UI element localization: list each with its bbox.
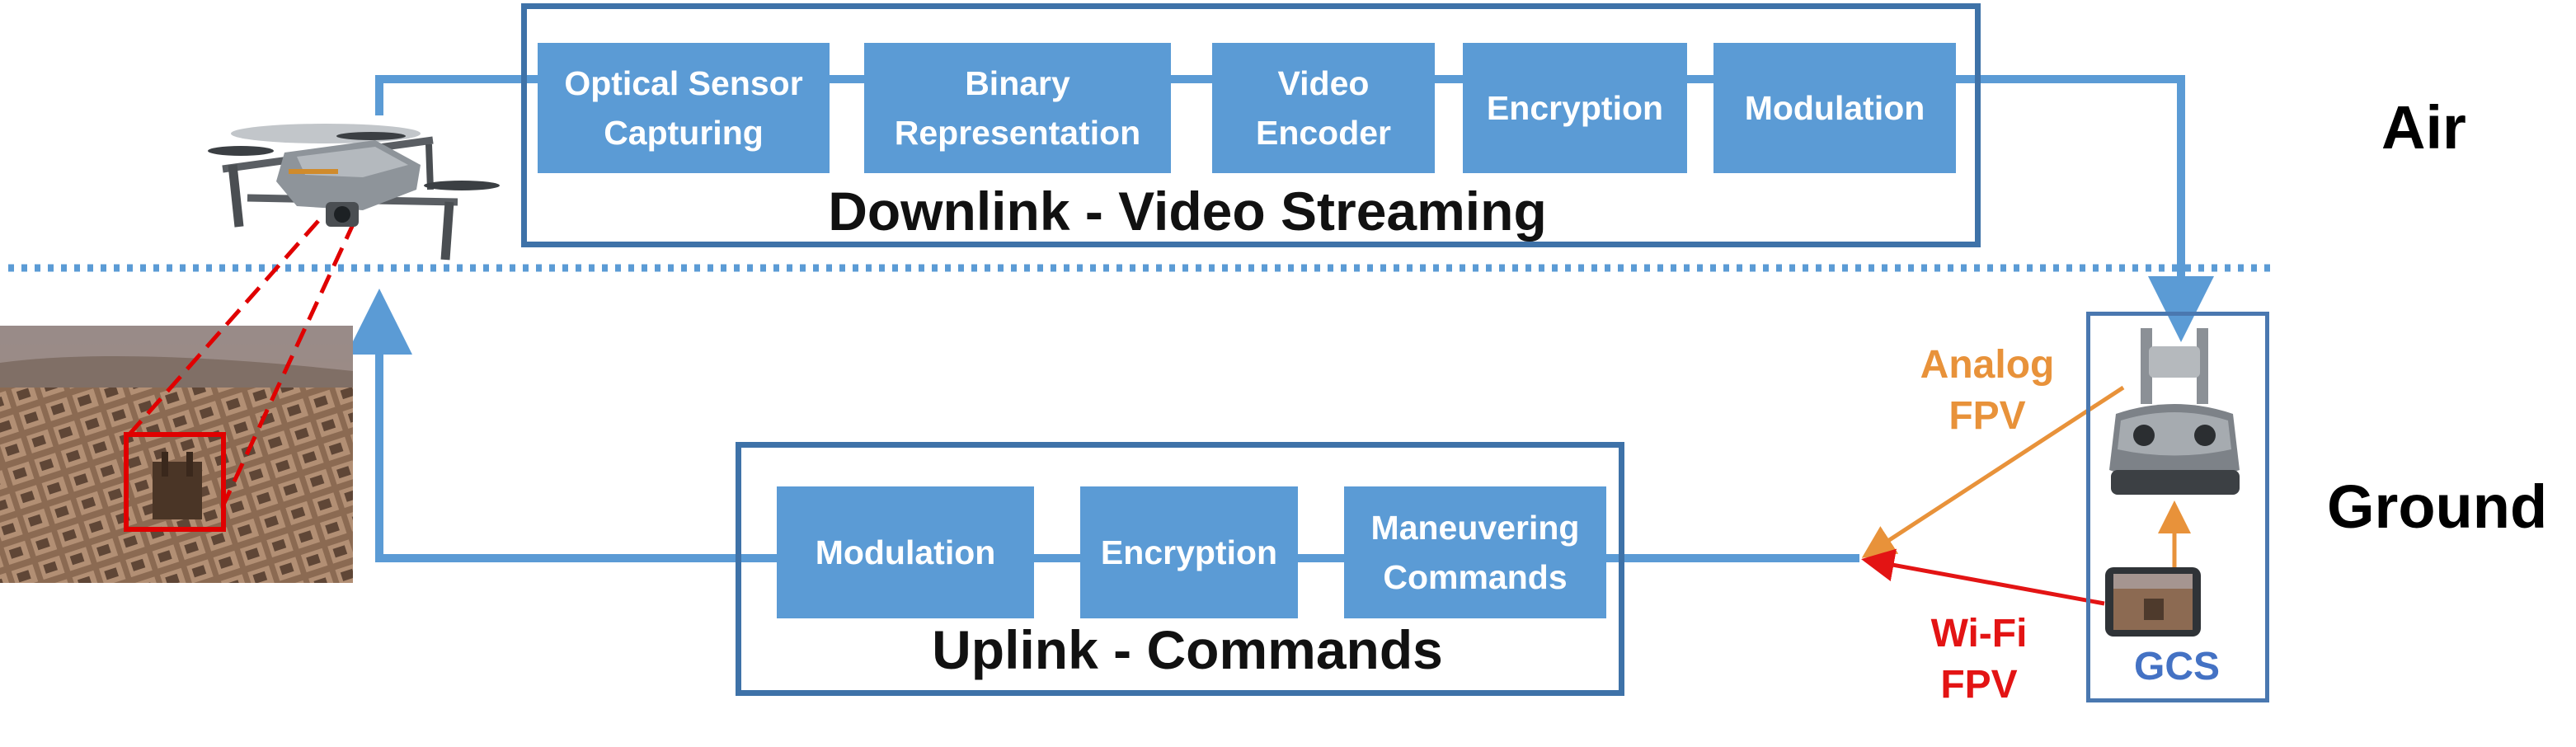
gcs-label: GCS	[2133, 645, 2220, 688]
wifi-fpv-label: Wi-Fi FPV	[1930, 612, 2028, 707]
analog-fpv-label: Analog FPV	[1920, 343, 2055, 438]
smartphone-icon	[2105, 567, 2201, 637]
camera-view-ray	[222, 219, 357, 505]
air-label: Air	[2381, 93, 2466, 162]
gcs-frame	[2086, 312, 2269, 702]
binary-representation-block: Binary Representation	[864, 43, 1171, 173]
uplink-frame	[736, 442, 1624, 696]
city-aerial-image	[0, 326, 353, 583]
video-encoder-block: Video Encoder	[1212, 43, 1435, 173]
remote-controller-icon	[2109, 328, 2240, 495]
downlink-caption: Downlink - Video Streaming	[828, 181, 1547, 242]
uplink-caption: Uplink - Commands	[932, 619, 1443, 680]
uplink-modulation-block: Modulation	[777, 486, 1034, 618]
downlink-encryption-block: Encryption	[1463, 43, 1687, 173]
uplink-encryption-block: Encryption	[1080, 486, 1298, 618]
optical-sensor-block: Optical Sensor Capturing	[538, 43, 830, 173]
downlink-frame	[521, 3, 1981, 247]
maneuvering-commands-block: Maneuvering Commands	[1344, 486, 1606, 618]
ground-label: Ground	[2327, 472, 2548, 541]
camera-view-ray	[125, 219, 320, 439]
downlink-modulation-block: Modulation	[1713, 43, 1956, 173]
drone-icon	[208, 124, 500, 261]
target-highlight-box	[124, 432, 226, 532]
analog-fpv-arrow	[1861, 385, 2125, 558]
wifi-fpv-arrow	[1861, 548, 2105, 606]
